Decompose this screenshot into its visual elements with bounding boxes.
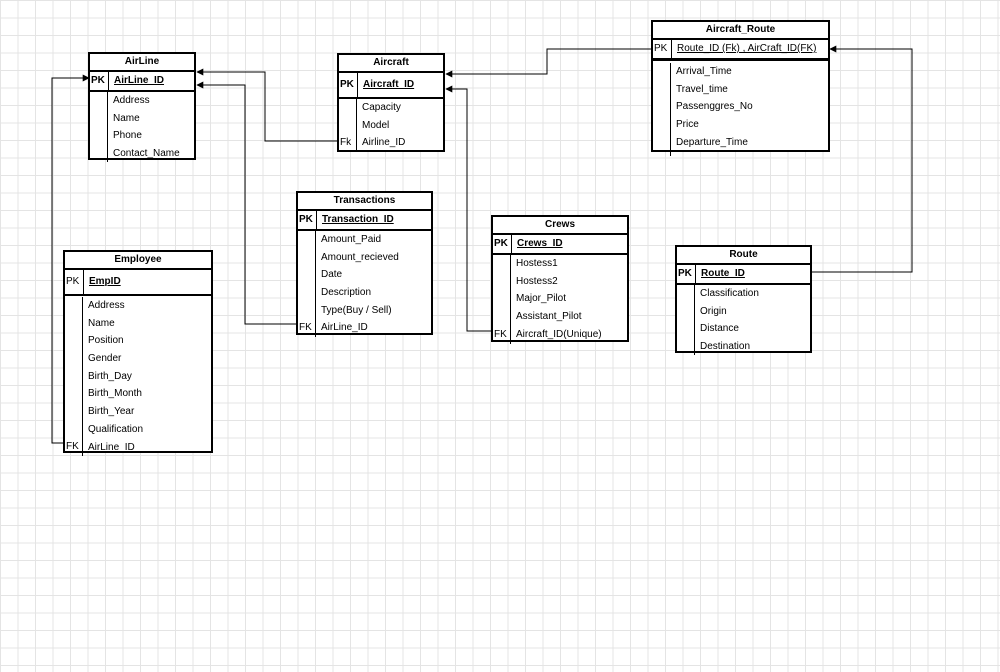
entity-field: Airline_ID (362, 137, 406, 149)
key-column: FK (493, 255, 511, 344)
airline-entity[interactable]: AirLine PK AirLine_ID Address Name Phone… (88, 52, 196, 162)
route-entity[interactable]: Route PK Route_ID Classification Origin … (675, 245, 812, 355)
entity-field: Hostess1 (516, 258, 558, 269)
pk-tag: PK (653, 40, 672, 58)
entity-field: Departure_Time (676, 136, 748, 148)
entity-field: Address (88, 300, 125, 311)
entity-field: Name (88, 317, 115, 329)
entity-field: Contact_Name (113, 148, 180, 160)
entity-field: Phone (113, 130, 142, 142)
aircraft-entity[interactable]: Aircraft PK Aircraft_ID Fk Capacity Mode… (337, 53, 445, 152)
connector-employee-airline (51, 74, 90, 444)
aircraft-route-entity[interactable]: Aircraft_Route PK Route_ID (Fk) , AirCra… (651, 20, 830, 156)
entity-title: Transactions (298, 193, 431, 211)
fk-tag: FK (66, 441, 79, 452)
transactions-entity[interactable]: Transactions PK Transaction_ID FK Amount… (296, 191, 433, 337)
fk-tag: FK (494, 329, 507, 340)
entity-title: Employee (65, 252, 211, 270)
entity-title: Aircraft (339, 55, 443, 73)
primary-key-field: Crews_ID (517, 238, 563, 249)
pk-tag: PK (65, 270, 84, 294)
employee-entity[interactable]: Employee PK EmpID FK Address Name Positi… (63, 250, 213, 456)
key-column (90, 92, 108, 162)
key-column (653, 63, 671, 156)
entity-field: Name (113, 112, 140, 124)
entity-field: Amount_Paid (321, 234, 382, 245)
entity-field: Birth_Day (88, 370, 132, 382)
connector-aircraft-airline (196, 68, 338, 142)
entity-field: AirLine_ID (88, 441, 135, 453)
entity-field: Travel_time (676, 83, 728, 95)
pk-tag: PK (298, 211, 317, 229)
entity-field: Major_Pilot (516, 293, 567, 305)
entity-field: Price (676, 119, 699, 131)
entity-title: AirLine (90, 54, 194, 72)
entity-field: Model (362, 119, 390, 131)
entity-field: Assistant_Pilot (516, 311, 582, 323)
fk-tag: FK (299, 322, 312, 333)
pk-tag: PK (339, 73, 358, 97)
entity-title: Route (677, 247, 810, 265)
entity-field: Birth_Month (88, 388, 142, 400)
pk-tag: PK (493, 235, 512, 253)
connector-crews-aircraft (445, 85, 492, 332)
entity-field: Aircraft_ID(Unique) (516, 328, 602, 340)
entity-field: Gender (88, 353, 122, 365)
primary-key-field: Transaction_ID (322, 214, 394, 225)
entity-field: Birth_Year (88, 406, 135, 418)
pk-tag: PK (677, 265, 696, 283)
entity-field: Amount_recieved (321, 251, 399, 263)
connector-route-aircraftroute (811, 45, 913, 273)
entity-title: Crews (493, 217, 627, 235)
key-column (677, 285, 695, 355)
entity-field: Capacity (362, 102, 401, 113)
key-column: Fk (339, 99, 357, 152)
entity-field: AirLine_ID (321, 322, 368, 334)
pk-tag: PK (90, 72, 109, 90)
primary-key-field: AirLine_ID (114, 75, 165, 86)
entity-field: Date (321, 269, 343, 281)
entity-field: Address (113, 95, 150, 106)
primary-key-field: EmpID (89, 276, 121, 287)
entity-field: Arrival_Time (676, 66, 732, 77)
entity-field: Destination (700, 341, 751, 353)
connector-transactions-airline (196, 81, 297, 325)
entity-field: Origin (700, 305, 727, 317)
entity-field: Distance (700, 323, 739, 335)
entity-field: Qualification (88, 423, 144, 435)
key-column: FK (65, 297, 83, 456)
primary-key-field: Route_ID (701, 268, 745, 279)
entity-field: Hostess2 (516, 275, 558, 287)
crews-entity[interactable]: Crews PK Crews_ID FK Hostess1 Hostess2 M… (491, 215, 629, 344)
entity-field: Type(Buy / Sell) (321, 304, 392, 316)
primary-key-field: Aircraft_ID (363, 79, 415, 90)
connector-aircraftroute-aircraft (445, 48, 652, 78)
entity-title: Aircraft_Route (653, 22, 828, 40)
fk-tag: Fk (340, 137, 352, 148)
entity-field: Position (88, 335, 124, 347)
entity-field: Passenggres_No (676, 101, 753, 113)
entity-field: Description (321, 287, 372, 299)
primary-key-field: Route_ID (Fk) , AirCraft_ID(FK) (677, 43, 817, 54)
key-column: FK (298, 231, 316, 337)
entity-field: Classification (700, 288, 759, 299)
